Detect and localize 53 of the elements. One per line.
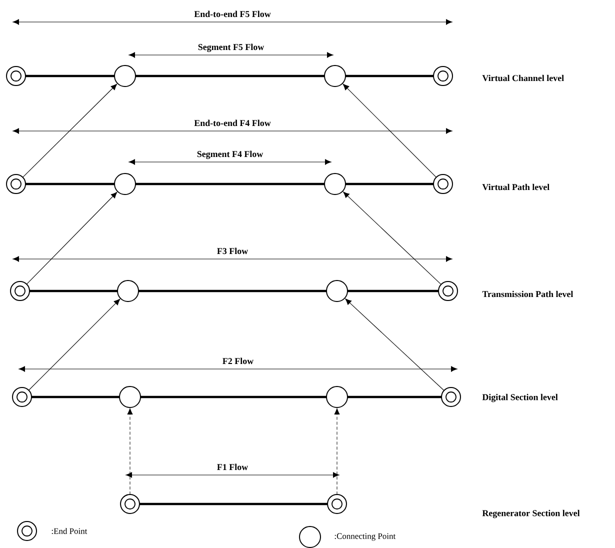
- arrow: [334, 408, 340, 495]
- end-point: [327, 494, 347, 514]
- level-line: [348, 396, 442, 398]
- level-line: [346, 74, 434, 78]
- arrow: [342, 84, 437, 178]
- end-point: [6, 174, 26, 194]
- level-line: [26, 182, 114, 186]
- level-line: [348, 290, 438, 292]
- end-point: [6, 66, 26, 86]
- flow-label: End-to-end F4 Flow: [194, 120, 271, 126]
- connecting-point: [324, 65, 346, 87]
- end-point: [12, 387, 32, 407]
- connecting-point: [326, 280, 348, 302]
- flow-label: F1 Flow: [217, 464, 248, 470]
- connecting-point: [119, 386, 141, 408]
- flow-label: Segment F5 Flow: [198, 44, 264, 52]
- level-line: [138, 290, 326, 292]
- connecting-point: [326, 386, 348, 408]
- legend-text: :End Point: [52, 528, 88, 534]
- legend-text: :Connecting Point: [334, 533, 396, 541]
- level-line: [140, 502, 328, 506]
- arrow: [127, 408, 133, 495]
- connecting-point: [114, 65, 136, 87]
- end-point: [433, 66, 453, 86]
- level-label: Virtual Path level: [482, 184, 550, 190]
- end-point: [433, 174, 453, 194]
- arrow: [343, 192, 442, 285]
- arrow: [22, 84, 118, 178]
- level-line: [136, 182, 324, 186]
- connecting-point: [114, 173, 136, 195]
- level-line: [346, 182, 434, 186]
- level-label: Transmission Path level: [482, 290, 574, 298]
- level-line: [140, 396, 326, 398]
- flow-label: Segment F4 Flow: [197, 150, 264, 159]
- level-line: [32, 396, 120, 398]
- end-point: [441, 387, 461, 407]
- level-line: [30, 290, 118, 292]
- arrow: [28, 298, 120, 391]
- end-point: [438, 281, 458, 301]
- level-label: Regenerator Section level: [482, 510, 580, 518]
- end-point: [10, 281, 30, 301]
- level-line: [26, 74, 114, 78]
- arrow: [26, 192, 118, 284]
- connecting-point: [324, 173, 346, 195]
- level-label: Virtual Channel level: [482, 74, 564, 82]
- flow-label: F3 Flow: [217, 248, 248, 254]
- arrow: [345, 298, 444, 391]
- connecting-point: [117, 280, 139, 302]
- end-point: [120, 494, 140, 514]
- flow-label: End-to-end F5 Flow: [194, 10, 271, 18]
- level-label: Digital Section level: [482, 394, 558, 402]
- flow-label: F2 Flow: [222, 358, 254, 364]
- level-line: [136, 74, 324, 78]
